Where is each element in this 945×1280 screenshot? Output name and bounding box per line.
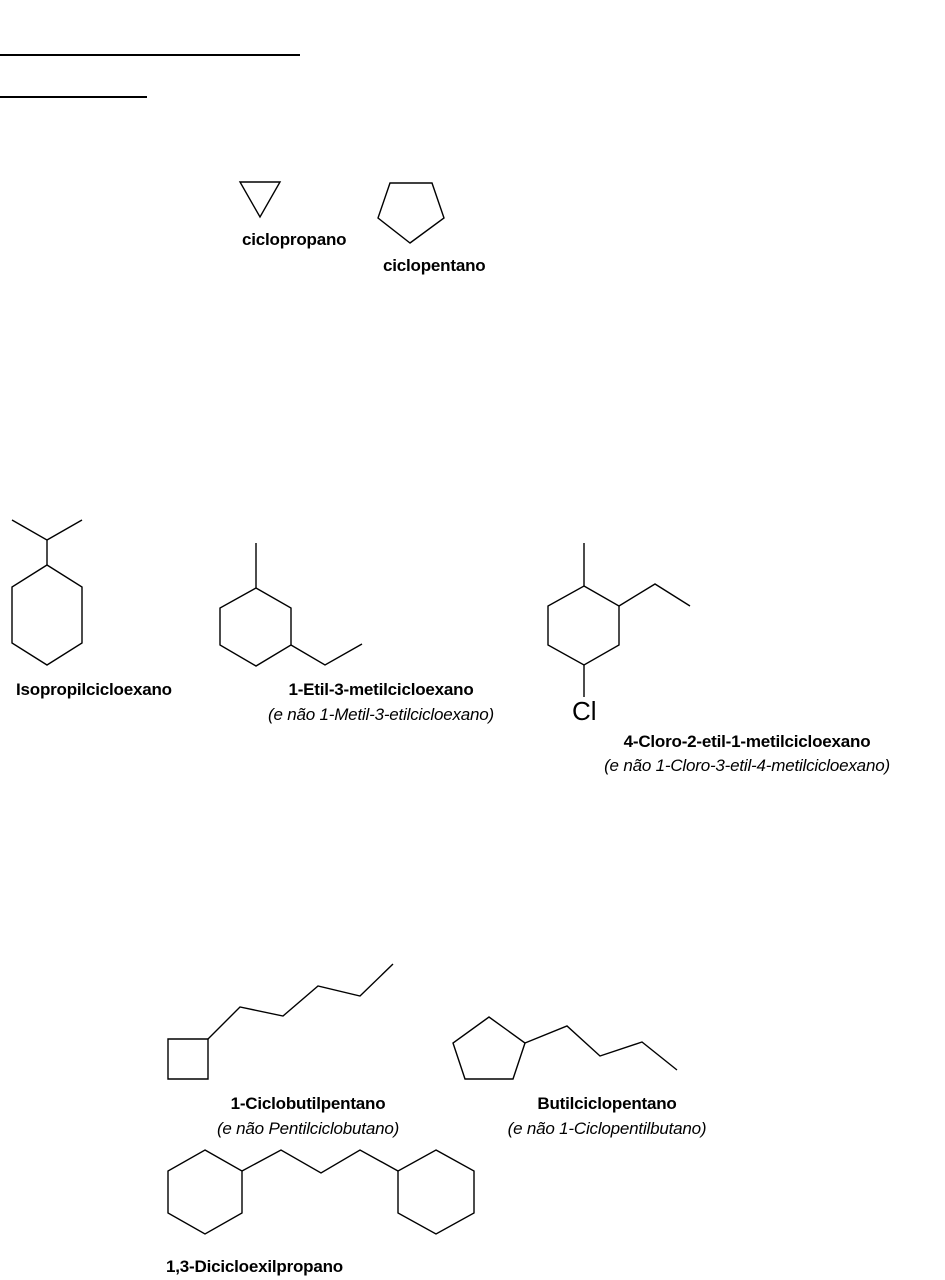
chlorine-atom: Cl	[572, 697, 597, 725]
chloro-ethyl-group	[619, 584, 690, 606]
isopropyl-label: Isopropilcicloexano	[16, 680, 172, 700]
butyl-chain	[525, 1026, 677, 1070]
chloro-note: (e não 1-Cloro-3-etil-4-metilcicloexano)	[604, 756, 890, 776]
isopropyl-group	[12, 520, 47, 565]
propane-chain	[242, 1150, 398, 1173]
cyclopropane-label: ciclopropano	[242, 230, 346, 250]
chloro-cyclohexane-ring	[548, 586, 619, 665]
left-cyclohexane-ring	[168, 1150, 242, 1234]
isopropyl-branch	[47, 520, 82, 540]
ethyl-methyl-cyclohexane-ring	[220, 588, 291, 666]
cyclopentane-label: ciclopentano	[383, 256, 485, 276]
ethyl-group	[291, 644, 362, 665]
ethyl-methyl-label: 1-Etil-3-metilcicloexano	[288, 680, 473, 700]
pentyl-chain	[208, 964, 393, 1039]
cyclobutyl-label: 1-Ciclobutilpentano	[231, 1094, 386, 1114]
cyclobutyl-note: (e não Pentilciclobutano)	[217, 1119, 399, 1139]
dicyclohexyl-label: 1,3-Dicicloexilpropano	[166, 1257, 343, 1277]
butyl-note: (e não 1-Ciclopentilbutano)	[508, 1119, 707, 1139]
ethyl-methyl-note: (e não 1-Metil-3-etilcicloexano)	[268, 705, 494, 725]
cyclopropane-ring	[240, 182, 280, 217]
cyclobutane-ring	[168, 1039, 208, 1079]
butyl-cyclopentane-ring	[453, 1017, 525, 1079]
chloro-label: 4-Cloro-2-etil-1-metilcicloexano	[624, 732, 871, 752]
right-cyclohexane-ring	[398, 1150, 474, 1234]
cyclopentane-ring	[378, 183, 444, 243]
butyl-label: Butilciclopentano	[537, 1094, 676, 1114]
isopropyl-cyclohexane-ring	[12, 565, 82, 665]
